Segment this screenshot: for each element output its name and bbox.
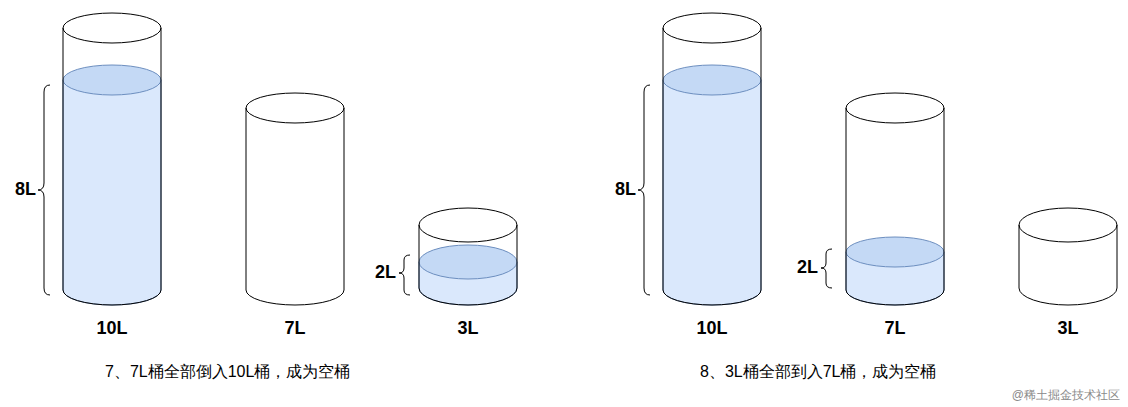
volume-label: 2L	[375, 262, 396, 283]
cylinder-shape	[418, 208, 518, 305]
cylinder-side	[419, 225, 517, 288]
bucket-label: 7L	[225, 318, 365, 339]
water-body	[63, 80, 161, 305]
cylinder-base	[419, 288, 517, 305]
cylinder-body	[846, 108, 944, 305]
step-caption: 7、7L桶全部倒入10L桶，成为空桶	[105, 362, 350, 383]
bucket-label: 3L	[398, 318, 538, 339]
bucket-cylinder: 7L	[845, 93, 945, 305]
cylinder-rim	[63, 13, 161, 43]
cylinder-body	[246, 108, 344, 305]
cylinder-rim	[1019, 208, 1117, 242]
cylinder-shape	[62, 13, 162, 305]
bucket-label: 3L	[998, 318, 1128, 339]
capacity-label: 3L	[1057, 318, 1078, 338]
cylinder-rim	[663, 13, 761, 43]
bucket-label: 7L	[825, 318, 965, 339]
bucket-cylinder: 7L	[245, 93, 345, 305]
water-surface	[663, 65, 761, 95]
capacity-label: 10L	[96, 318, 127, 338]
volume-label: 8L	[615, 179, 636, 200]
curly-bracket	[399, 255, 410, 295]
water-body	[663, 80, 761, 305]
cylinder-base	[246, 290, 344, 305]
cylinder-side	[846, 108, 944, 290]
cylinder-side	[663, 28, 761, 290]
bucket-label: 10L	[642, 318, 782, 339]
curly-bracket	[38, 85, 50, 295]
cylinder-base	[846, 290, 944, 305]
cylinder-base	[663, 290, 761, 305]
volume-label: 8L	[15, 179, 36, 200]
watermark: @稀土掘金技术社区	[1012, 387, 1120, 404]
bucket-cylinder: 10L	[62, 13, 162, 305]
cylinder-rim	[246, 93, 344, 123]
cylinder-shape	[845, 93, 945, 305]
bucket-cylinder: 3L	[418, 208, 518, 305]
water-surface	[419, 245, 517, 279]
capacity-label: 7L	[284, 318, 305, 338]
water-surface	[63, 65, 161, 95]
cylinder-body	[63, 28, 161, 305]
cylinder-shape	[662, 13, 762, 305]
cylinder-rim	[846, 93, 944, 123]
volume-label: 2L	[797, 257, 818, 278]
bucket-cylinder: 10L	[662, 13, 762, 305]
bucket-cylinder: 3L	[1018, 208, 1118, 305]
cylinder-shape	[245, 93, 345, 305]
cylinder-base	[63, 290, 161, 305]
capacity-label: 3L	[457, 318, 478, 338]
cylinder-side	[1019, 225, 1117, 288]
water-surface	[846, 237, 944, 267]
curly-bracket	[821, 249, 832, 288]
step-caption: 8、3L桶全部到入7L桶，成为空桶	[700, 362, 937, 383]
cylinder-base	[1019, 288, 1117, 305]
bucket-label: 10L	[42, 318, 182, 339]
cylinder-side	[246, 108, 344, 290]
cylinder-shape	[1018, 208, 1118, 305]
cylinder-body	[663, 28, 761, 305]
capacity-label: 7L	[884, 318, 905, 338]
curly-bracket	[638, 85, 650, 295]
capacity-label: 10L	[696, 318, 727, 338]
cylinder-side	[63, 28, 161, 290]
cylinder-rim	[419, 208, 517, 242]
